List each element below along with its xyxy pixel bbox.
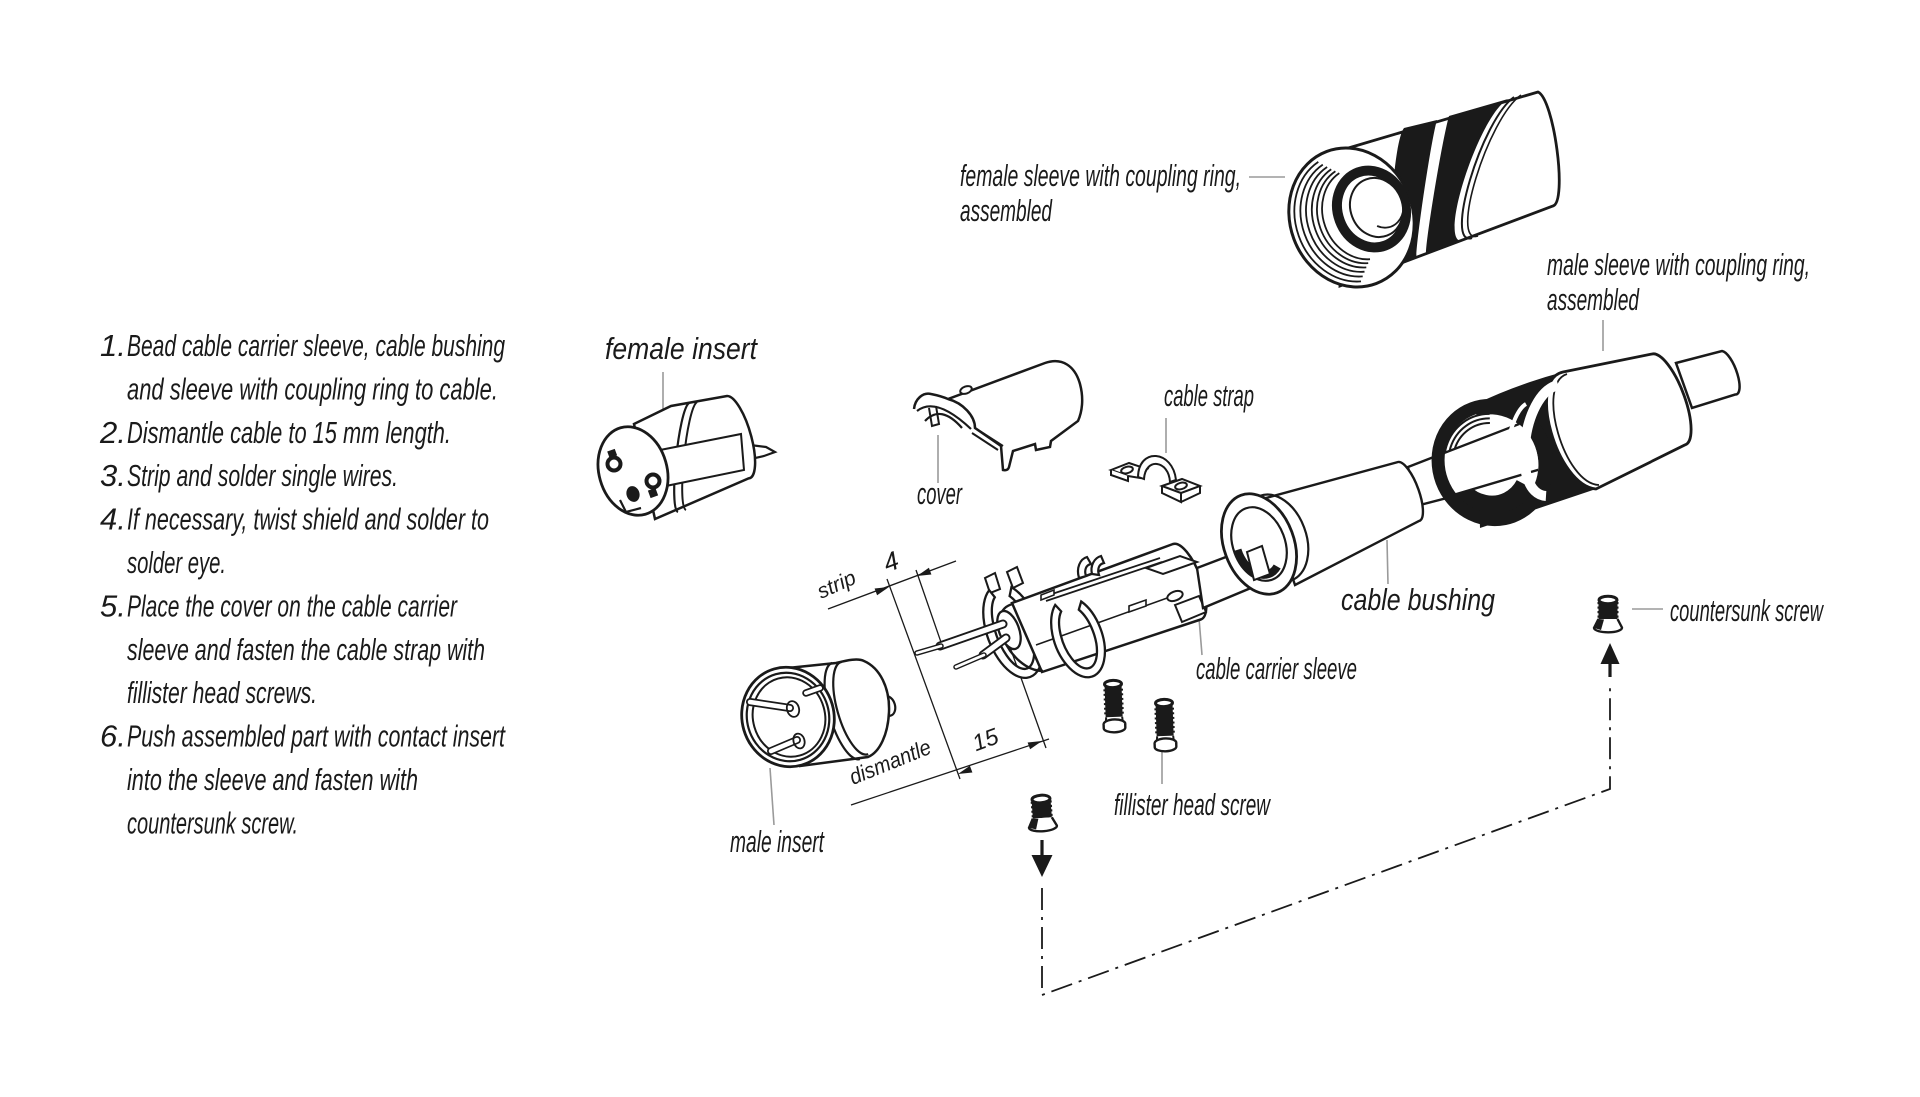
svg-text:1.: 1. [100,328,126,363]
svg-text:sleeve and fasten the cable st: sleeve and fasten the cable strap with [127,632,485,667]
svg-text:Place the cover on the cable c: Place the cover on the cable carrier [127,588,458,623]
svg-text:male insert: male insert [730,824,825,859]
svg-text:into the sleeve and fasten wit: into the sleeve and fasten with [127,762,418,797]
svg-text:female sleeve with coupling ri: female sleeve with coupling ring, [960,158,1241,193]
svg-text:cable carrier sleeve: cable carrier sleeve [1196,651,1357,686]
svg-text:solder eye.: solder eye. [127,545,226,580]
svg-text:assembled: assembled [1547,282,1640,317]
svg-text:3.: 3. [100,458,126,493]
svg-text:and sleeve with coupling ring: and sleeve with coupling ring to cable. [127,371,498,406]
svg-text:countersunk screw: countersunk screw [1670,593,1825,628]
svg-text:Push assembled part with conta: Push assembled part with contact insert [127,719,506,754]
svg-text:Strip and solder single wires.: Strip and solder single wires. [127,458,398,493]
svg-text:fillister head screws.: fillister head screws. [127,675,317,710]
svg-text:If necessary, twist shield and: If necessary, twist shield and solder to [127,502,489,537]
svg-text:countersunk screw.: countersunk screw. [127,805,298,840]
svg-text:5.: 5. [100,588,126,623]
svg-text:Dismantle cable to 15 mm lengt: Dismantle cable to 15 mm length. [127,415,451,450]
svg-text:6.: 6. [100,719,126,754]
svg-text:cable strap: cable strap [1164,378,1254,413]
svg-text:2.: 2. [99,415,126,450]
svg-text:4.: 4. [100,502,126,537]
svg-text:assembled: assembled [960,193,1053,228]
svg-text:Bead cable carrier sleeve, cab: Bead cable carrier sleeve, cable bushing [127,328,505,363]
svg-text:female insert: female insert [605,331,758,366]
svg-text:fillister head screw: fillister head screw [1114,787,1272,822]
svg-text:cover: cover [917,476,963,511]
svg-text:cable bushing: cable bushing [1341,582,1495,617]
svg-text:male sleeve with coupling ring: male sleeve with coupling ring, [1547,247,1810,282]
